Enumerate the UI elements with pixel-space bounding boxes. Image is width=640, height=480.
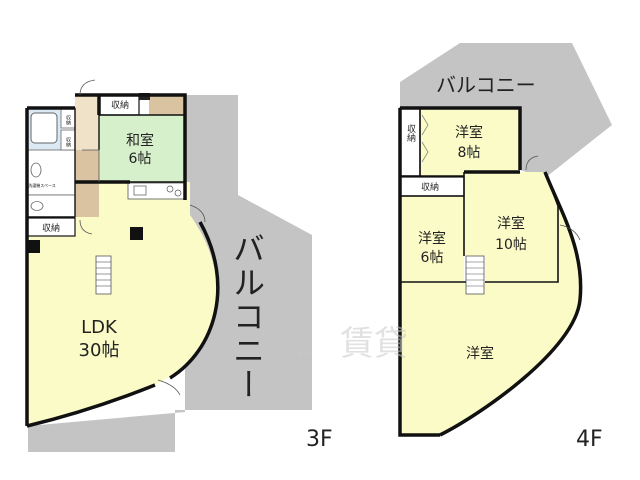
storage-top-label-3f: 収納 bbox=[111, 99, 129, 111]
watermark-small: ka bbox=[298, 346, 313, 361]
washitsu-floor bbox=[99, 115, 185, 182]
stove-burner-1 bbox=[166, 185, 174, 193]
ldk-name: LDK bbox=[81, 317, 118, 338]
storage-small-label-2: 収納 bbox=[65, 136, 71, 148]
column-1 bbox=[130, 227, 143, 240]
door-arc-4f-1 bbox=[525, 155, 539, 171]
sink bbox=[133, 185, 147, 196]
storage-left-4f bbox=[399, 107, 421, 177]
walls-4f bbox=[398, 106, 583, 437]
room-8-name: 洋室 bbox=[455, 124, 483, 141]
door-arc-4f-2 bbox=[559, 224, 581, 241]
staircase-4f bbox=[465, 255, 485, 295]
balcony-label-3f: バルコニー bbox=[228, 232, 266, 402]
staircase-3f bbox=[95, 255, 112, 295]
room-10-name: 洋室 bbox=[497, 215, 525, 232]
closet-fold-4f bbox=[421, 114, 429, 163]
storage-left-label-4f: 収納 bbox=[405, 123, 416, 143]
floor-3f: 和室 6帖 収納 収納 収納 収納 洗濯機スペース LDK 30帖 バルコニー … bbox=[25, 79, 333, 452]
room-6-size: 6帖 bbox=[421, 250, 444, 266]
entrance-floor bbox=[75, 95, 99, 150]
room-big-name: 洋室 bbox=[466, 345, 494, 362]
room-big-floor bbox=[400, 172, 581, 435]
closet-wood-3f bbox=[149, 94, 185, 115]
stove-burner-2 bbox=[174, 189, 182, 197]
door-arc-4 bbox=[79, 219, 93, 235]
door-arc-2 bbox=[157, 379, 181, 396]
bathtub bbox=[30, 112, 58, 144]
door-arc-1 bbox=[189, 204, 206, 223]
floor-label-4f: 4F bbox=[576, 427, 603, 452]
room-6-floor bbox=[400, 196, 464, 282]
storage-left-label-3f: 収納 bbox=[42, 222, 60, 234]
ldk-floor bbox=[27, 182, 217, 426]
storage-small-label-1: 収納 bbox=[65, 114, 71, 126]
room-8-size: 8帖 bbox=[458, 145, 481, 161]
watermark-big: 賃貸 bbox=[340, 324, 408, 364]
ldk-size: 30帖 bbox=[79, 340, 120, 361]
room-10-size: 10帖 bbox=[495, 237, 527, 253]
room-6-name: 洋室 bbox=[418, 230, 446, 247]
inner-walls-3f bbox=[27, 108, 185, 218]
column-2 bbox=[27, 240, 40, 253]
floor-label-3f: 3F bbox=[306, 427, 333, 452]
room-8-floor bbox=[420, 108, 520, 176]
washitsu-size: 6帖 bbox=[129, 151, 152, 167]
washitsu-edge bbox=[82, 149, 100, 182]
door-arc-3 bbox=[79, 79, 96, 96]
inner-walls-4f bbox=[400, 108, 559, 283]
balcony-4f bbox=[400, 43, 612, 178]
balcony-label-4f: バルコニー bbox=[436, 73, 536, 97]
room-10-floor bbox=[464, 172, 558, 282]
washbasin bbox=[30, 162, 42, 178]
laundry-space-label: 洗濯機スペース bbox=[28, 182, 56, 188]
washitsu-name: 和室 bbox=[126, 132, 154, 149]
toilet bbox=[30, 201, 44, 211]
storage-mid-label-4f: 収納 bbox=[421, 181, 439, 193]
floor-4f: バルコニー 洋室 8帖 洋室 6帖 洋室 10帖 洋室 収納 収納 4F bbox=[398, 43, 612, 452]
balcony-3f bbox=[28, 95, 312, 452]
